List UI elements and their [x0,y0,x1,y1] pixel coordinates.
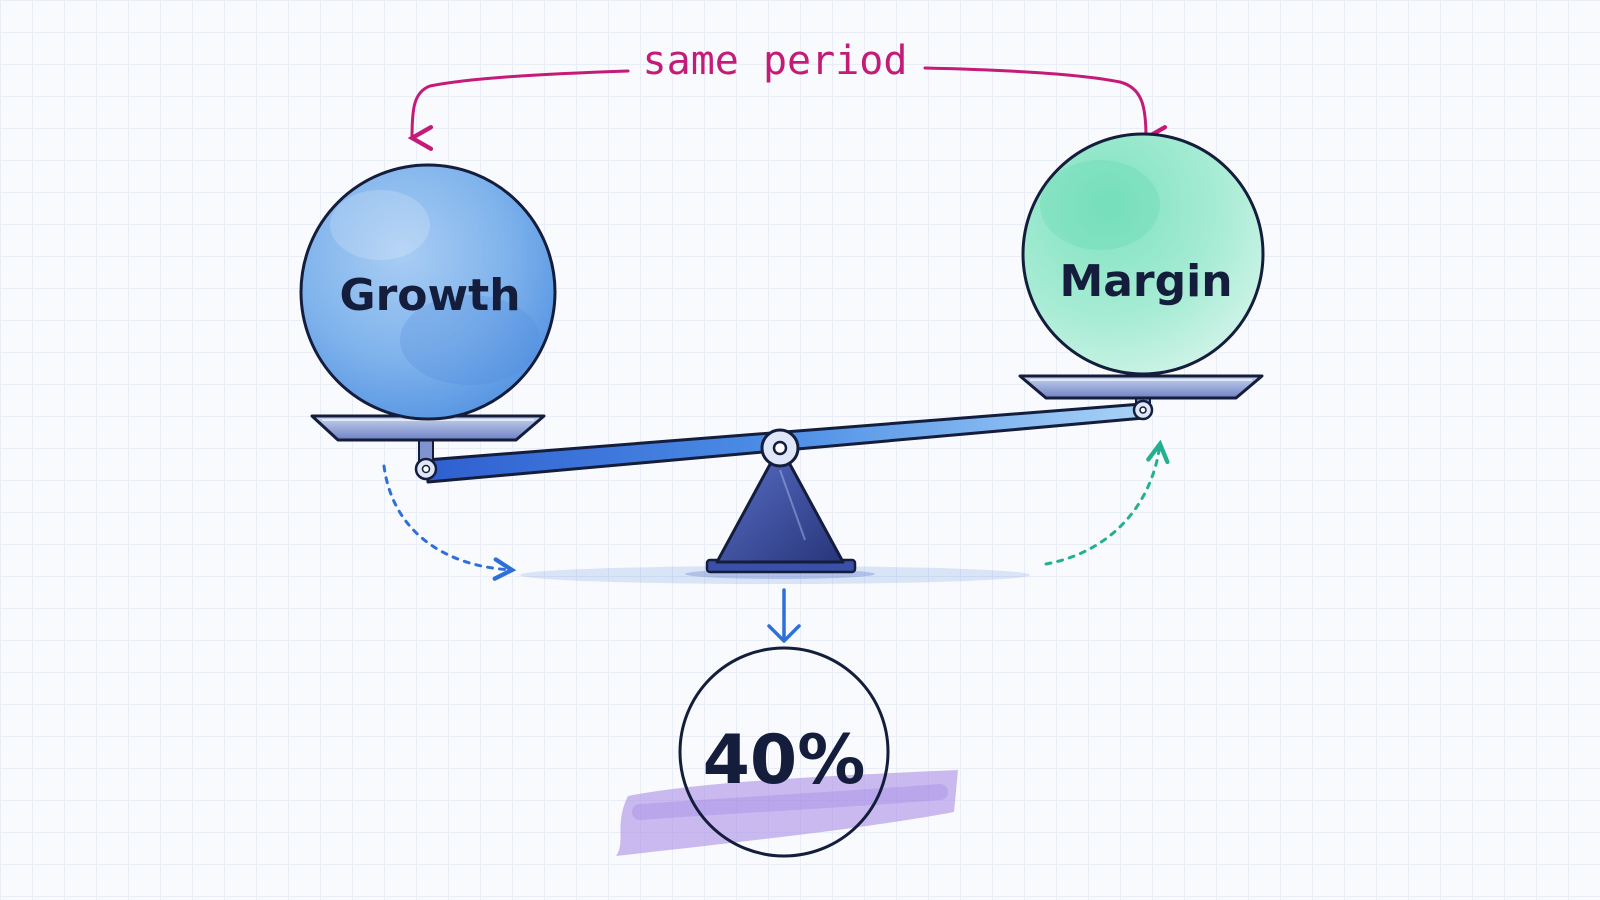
ground-shadow [520,566,1030,584]
growth-weight: Growth [299,163,557,442]
left-joint-icon [414,439,438,481]
margin-pan [1018,374,1264,400]
same-period-label: same period [643,38,908,84]
result-circle [678,646,890,858]
pivot-icon [760,428,800,468]
margin-ball [1021,132,1265,376]
bracket-right-arrow [923,66,1168,151]
result-wash [616,770,958,856]
margin-up-motion-arrow [1044,439,1170,566]
result-badge: 40% [616,646,958,858]
arrow-down-icon [767,588,801,643]
growth-label: Growth [339,270,520,321]
growth-pan [310,414,546,442]
growth-down-motion-arrow [382,464,517,581]
fulcrum-triangle [715,444,845,564]
fulcrum-icon [705,444,857,574]
margin-label: Margin [1059,256,1232,307]
same-period-bracket: same period [407,38,1168,151]
bracket-left-arrow [407,69,630,151]
margin-weight: Margin [1018,132,1265,400]
growth-ball [299,163,557,421]
result-value: 40% [703,721,866,800]
